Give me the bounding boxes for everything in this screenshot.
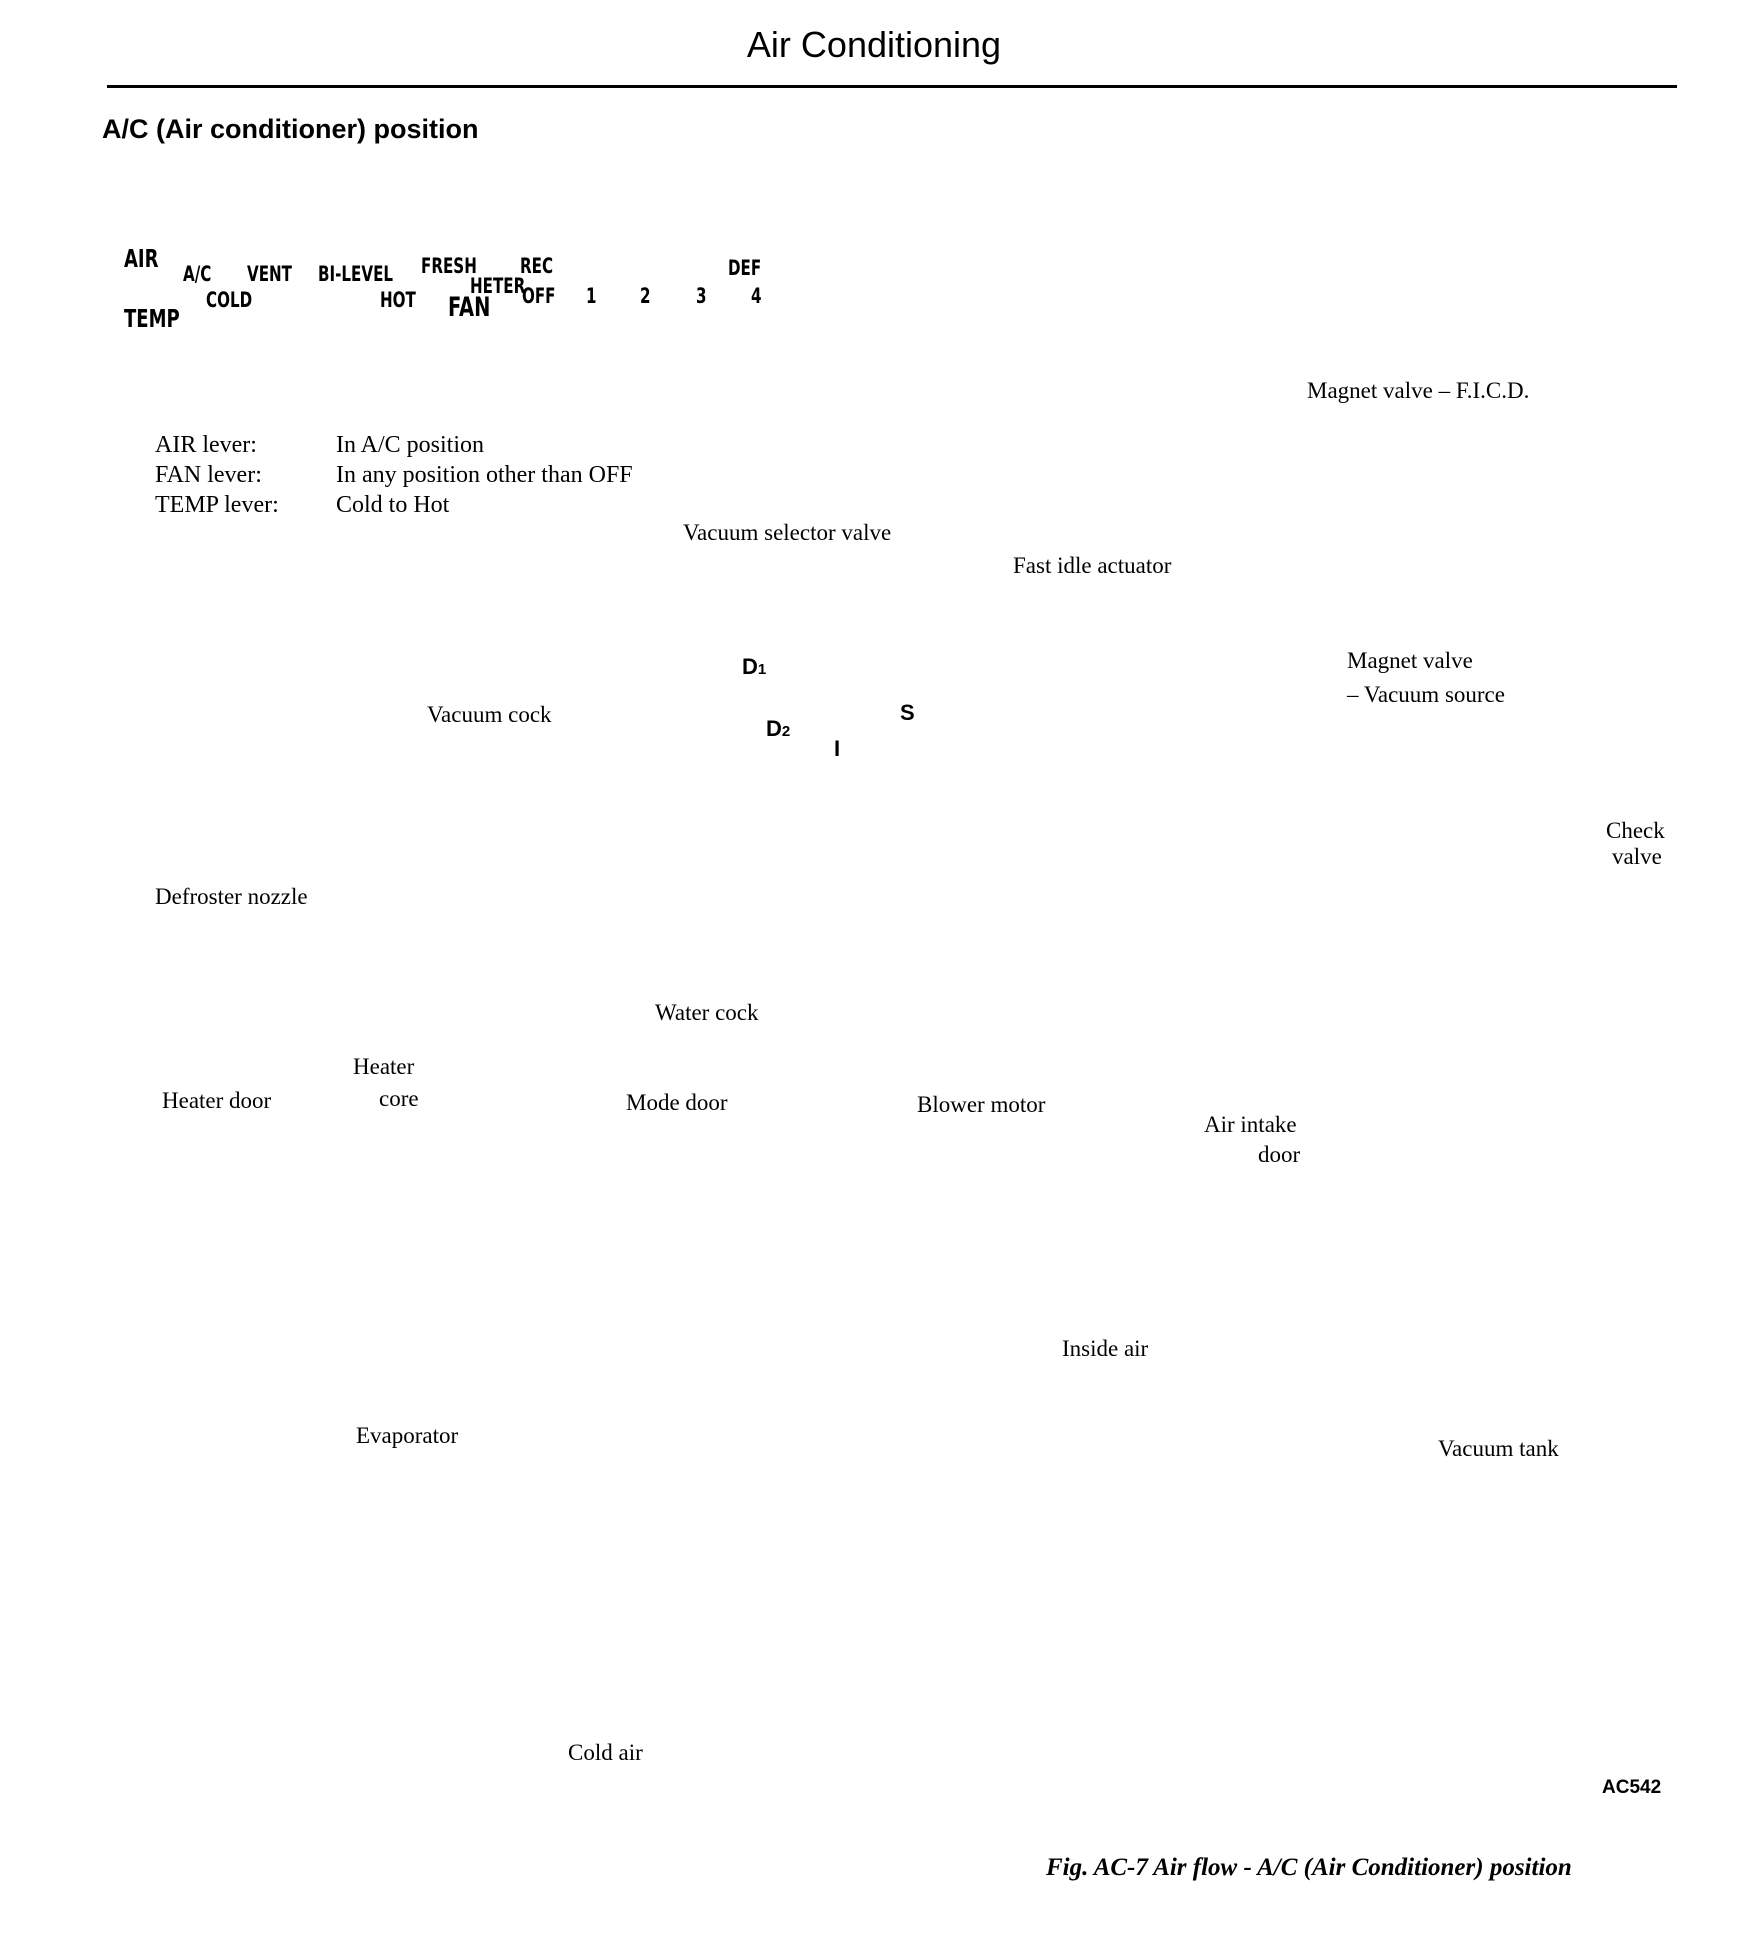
vacuum-hoses [686, 464, 1588, 1528]
panel-pos-bilevel: BI-LEVEL [318, 262, 394, 286]
fan-lever-label: FAN lever: [155, 462, 262, 488]
label-check-valve-1: Check [1606, 818, 1665, 843]
air-lever-knob [172, 184, 218, 232]
fast-idle-actuator [1020, 598, 1272, 748]
panel-fan-4: 4 [751, 284, 762, 308]
control-panel [116, 184, 814, 376]
panel-temp-hot: HOT [380, 288, 416, 312]
panel-fan-off: OFF [522, 284, 556, 308]
panel-fan-1: 1 [586, 284, 597, 308]
label-blower-motor: Blower motor [917, 1092, 1046, 1117]
fan-lever-value: In any position other than OFF [336, 462, 633, 488]
label-heater-door: Heater door [162, 1088, 272, 1113]
port-d2-letter: D [766, 716, 782, 741]
fan-lever-track [498, 340, 798, 360]
label-heater-core-1: Heater [353, 1054, 415, 1079]
label-heater-core-2: core [379, 1086, 419, 1111]
label-air-intake-door-1: Air intake [1204, 1112, 1297, 1137]
port-d1-letter: D [742, 654, 758, 679]
temp-lever-ghost [270, 328, 316, 376]
label-magnet-valve-vacuum-1: Magnet valve [1347, 648, 1473, 673]
temp-lever-knob [152, 328, 198, 376]
air-lever-track [126, 198, 798, 218]
airflow-arrows [156, 1460, 988, 1743]
panel-temp-label: TEMP [124, 304, 180, 333]
label-air-intake-door-2: door [1258, 1142, 1301, 1167]
panel-fan-label: FAN [448, 292, 491, 323]
panel-temp-cold: COLD [206, 288, 253, 312]
label-magnet-valve-vacuum-2: – Vacuum source [1347, 682, 1505, 707]
label-check-valve-2: valve [1612, 844, 1662, 869]
panel-pos-ac: A/C [183, 262, 212, 286]
heater-door [181, 1182, 269, 1288]
air-lever-label: AIR lever: [155, 432, 257, 458]
mode-actuator [768, 1358, 918, 1528]
evaporator [474, 1342, 714, 1456]
temp-lever-value: Cold to Hot [336, 492, 450, 518]
panel-pos-fresh: FRESH [421, 254, 477, 278]
section-title: A/C (Air conditioner) position [102, 114, 479, 144]
label-mode-door: Mode door [626, 1090, 728, 1115]
label-fast-idle-actuator: Fast idle actuator [1013, 553, 1172, 578]
panel-fan-2: 2 [640, 284, 651, 308]
panel-pos-rec: REC [520, 254, 554, 278]
temp-lever-label: TEMP lever: [155, 492, 279, 518]
figure-code: AC542 [1602, 1777, 1662, 1798]
duct-housing [280, 800, 1108, 1492]
figure-caption: Fig. AC-7 Air flow - A/C (Air Conditione… [1046, 1854, 1572, 1881]
magnet-valve-vacuum-source [1362, 718, 1454, 950]
panel-pos-heter: HETER [470, 274, 526, 298]
page-title: Air Conditioning [746, 24, 1002, 65]
fan-lever-knob [678, 328, 724, 376]
label-vacuum-selector-valve: Vacuum selector valve [683, 520, 892, 545]
port-d2-sub: 2 [781, 723, 791, 740]
vacuum-tank [1414, 1040, 1620, 1370]
heater-core [350, 1118, 494, 1314]
label-defroster-nozzle: Defroster nozzle [155, 884, 308, 909]
blower-motor [689, 1136, 1060, 1332]
vacuum-cock [468, 738, 674, 1040]
magnet-valve-ficd [1188, 304, 1280, 544]
label-water-cock: Water cock [655, 1000, 759, 1025]
label-cold-air: Cold air [568, 1740, 643, 1765]
air-lever-value: In A/C position [336, 432, 485, 458]
label-evaporator: Evaporator [356, 1423, 459, 1448]
panel-air-label: AIR [124, 244, 159, 273]
header-rule [107, 85, 1677, 88]
label-magnet-valve-ficd: Magnet valve – F.I.C.D. [1307, 378, 1530, 403]
port-d2: D2 [766, 716, 790, 742]
panel-pos-vent: VENT [247, 262, 292, 286]
panel-fan-3: 3 [696, 284, 707, 308]
temp-lever-track [130, 340, 430, 360]
outlet-ducts [178, 1490, 974, 1618]
port-d1-sub: 1 [757, 661, 767, 678]
label-inside-air: Inside air [1062, 1336, 1149, 1361]
panel-pos-def: DEF [728, 256, 762, 280]
mode-door [507, 1121, 858, 1511]
label-vacuum-cock: Vacuum cock [427, 702, 552, 727]
defroster-nozzle [118, 918, 317, 1364]
label-vacuum-tank: Vacuum tank [1438, 1436, 1559, 1461]
port-d1: D1 [742, 654, 766, 680]
port-s: S [900, 700, 915, 725]
port-i: I [834, 736, 841, 761]
